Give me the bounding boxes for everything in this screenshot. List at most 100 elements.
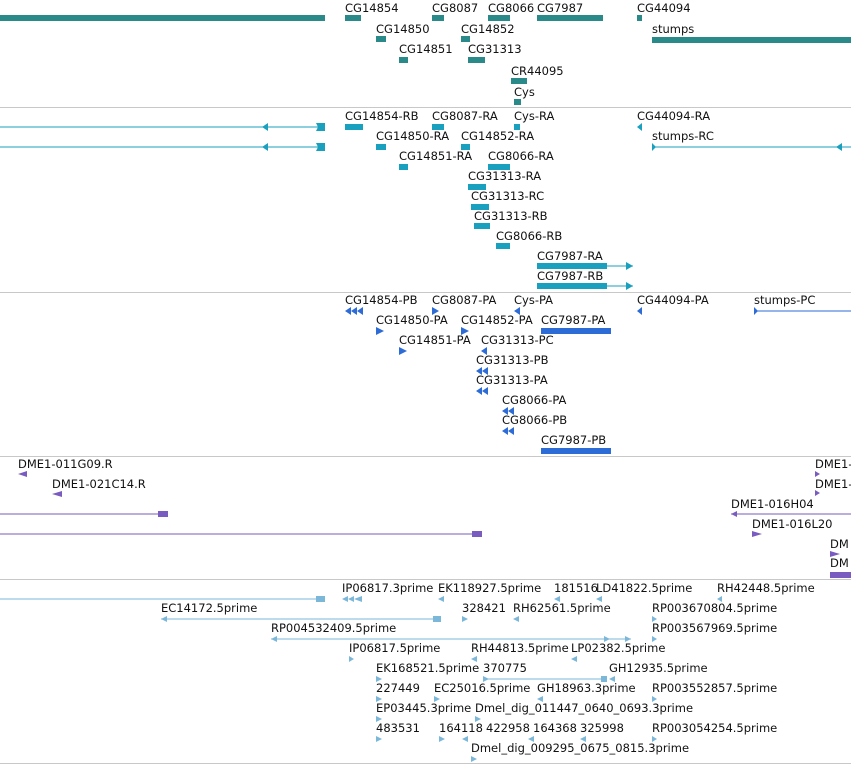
gene-feature[interactable]: [399, 57, 408, 63]
clone-label: DME1-021C14.R: [52, 477, 146, 491]
clone-label: DM: [830, 537, 849, 551]
gene-feature[interactable]: [461, 36, 470, 42]
track-divider: [0, 292, 851, 293]
protein-label: CG31313-PA: [476, 373, 548, 387]
gene-label: CG14851: [399, 42, 453, 56]
est-label: EK118927.5prime: [438, 581, 542, 595]
gene-feature[interactable]: [637, 15, 642, 21]
est-label: 181516: [554, 581, 598, 595]
transcript-label: Cys-RA: [514, 109, 555, 123]
clone-features[interactable]: [0, 457, 851, 579]
est-label: GH12935.5prime: [609, 661, 708, 675]
track-divider: [0, 107, 851, 108]
protein-label: CG31313-PB: [476, 353, 549, 367]
est-label: RH44813.5prime: [471, 641, 569, 655]
gene-label: Cys: [514, 85, 535, 99]
transcript-label: CG7987-RA: [537, 249, 603, 263]
gene-label: CG7987: [537, 1, 584, 15]
est-label: 325998: [580, 721, 624, 735]
track-divider: [0, 456, 851, 457]
gene-feature[interactable]: [488, 15, 510, 21]
gene-feature[interactable]: [0, 15, 325, 21]
clone-label: DME1-: [815, 457, 851, 471]
est-label: EC14172.5prime: [161, 601, 258, 615]
protein-label: stumps-PC: [754, 293, 816, 307]
gene-feature[interactable]: [376, 36, 386, 42]
est-label: 164118: [439, 721, 483, 735]
clone-label: DME1-011G09.R: [18, 457, 113, 471]
gene-label: CG8087: [432, 1, 479, 15]
est-label: 422958: [486, 721, 530, 735]
est-features[interactable]: [0, 580, 851, 764]
est-label: RP003670804.5prime: [652, 601, 778, 615]
transcript-features[interactable]: [0, 108, 851, 292]
protein-label: CG8066-PB: [502, 413, 568, 427]
est-label: EP03445.3prime: [376, 701, 472, 715]
protein-label: CG7987-PA: [541, 313, 606, 327]
gene-label: CG14850: [376, 22, 430, 36]
clone-label: DME1-016L20: [752, 517, 833, 531]
clone-label: DME1-: [815, 477, 851, 491]
protein-label: CG8087-PA: [432, 293, 497, 307]
gene-label: CG14854: [345, 1, 399, 15]
gene-feature[interactable]: [537, 15, 603, 21]
protein-label: CG31313-PC: [481, 333, 554, 347]
est-label: 328421: [462, 601, 506, 615]
gene-feature[interactable]: [432, 15, 444, 21]
gene-label: stumps: [652, 22, 695, 36]
gene-label: CR44095: [511, 64, 564, 78]
gene-feature[interactable]: [514, 99, 521, 105]
gene-feature[interactable]: [468, 57, 485, 63]
gene-label: CG8066: [488, 1, 535, 15]
protein-label: CG14854-PB: [345, 293, 418, 307]
transcript-label: CG8087-RA: [432, 109, 498, 123]
transcript-label: CG44094-RA: [637, 109, 711, 123]
transcript-label: stumps-RC: [652, 129, 714, 143]
est-label: IP06817.3prime: [342, 581, 434, 595]
est-label: RP004532409.5prime: [271, 621, 397, 635]
protein-label: CG7987-PB: [541, 433, 607, 447]
est-label: RP003567969.5prime: [652, 621, 778, 635]
protein-label: CG14851-PA: [399, 333, 471, 347]
gene-label: CG14852: [461, 22, 515, 36]
est-label: RP003054254.5prime: [652, 721, 778, 735]
transcript-label: CG7987-RB: [537, 269, 604, 283]
protein-track[interactable]: CG14854-PB CG8087-PA Cys-PA CG44094-PA s…: [0, 293, 851, 455]
transcript-label: CG14851-RA: [399, 149, 473, 163]
protein-label: Cys-PA: [514, 293, 554, 307]
est-label: RP003552857.5prime: [652, 681, 778, 695]
protein-label: CG44094-PA: [637, 293, 709, 307]
est-track[interactable]: IP06817.3prime EK118927.5prime 181516 LD…: [0, 580, 851, 764]
clone-track[interactable]: DME1-011G09.R DME1- DME1-021C14.R DME1- …: [0, 457, 851, 579]
est-label: 164368: [533, 721, 577, 735]
est-label: 483531: [376, 721, 420, 735]
protein-label: CG14850-PA: [376, 313, 448, 327]
protein-label: CG14852-PA: [461, 313, 533, 327]
est-label: EC25016.5prime: [434, 681, 531, 695]
transcript-label: CG8066-RB: [496, 229, 563, 243]
protein-label: CG8066-PA: [502, 393, 567, 407]
gene-feature[interactable]: [511, 78, 527, 84]
gene-track[interactable]: CG14854 CG8087 CG8066 CG7987 CG44094 CG1…: [0, 0, 851, 107]
transcript-label: CG14852-RA: [461, 129, 535, 143]
est-label: 370775: [483, 661, 527, 675]
est-label: RH62561.5prime: [513, 601, 611, 615]
clone-label: DME1-016H04: [731, 497, 814, 511]
transcript-label: CG14850-RA: [376, 129, 450, 143]
est-label: RH42448.5prime: [717, 581, 815, 595]
est-label: Dmel_dig_009295_0675_0815.3prime: [471, 741, 690, 755]
clone-label: DM: [830, 556, 849, 570]
protein-features[interactable]: [0, 293, 851, 455]
est-label: LP02382.5prime: [571, 641, 666, 655]
transcript-label: CG31313-RA: [468, 169, 542, 183]
transcript-label: CG8066-RA: [488, 149, 554, 163]
transcript-label: CG31313-RC: [471, 189, 545, 203]
est-label: EK168521.5prime: [376, 661, 480, 675]
transcript-label: CG14854-RB: [345, 109, 419, 123]
gene-label: CG31313: [468, 42, 522, 56]
gene-feature[interactable]: [652, 37, 851, 43]
est-label: GH18963.3prime: [537, 681, 636, 695]
gene-feature[interactable]: [345, 15, 361, 21]
transcript-track[interactable]: CG14854-RB CG8087-RA Cys-RA CG44094-RA C…: [0, 108, 851, 292]
